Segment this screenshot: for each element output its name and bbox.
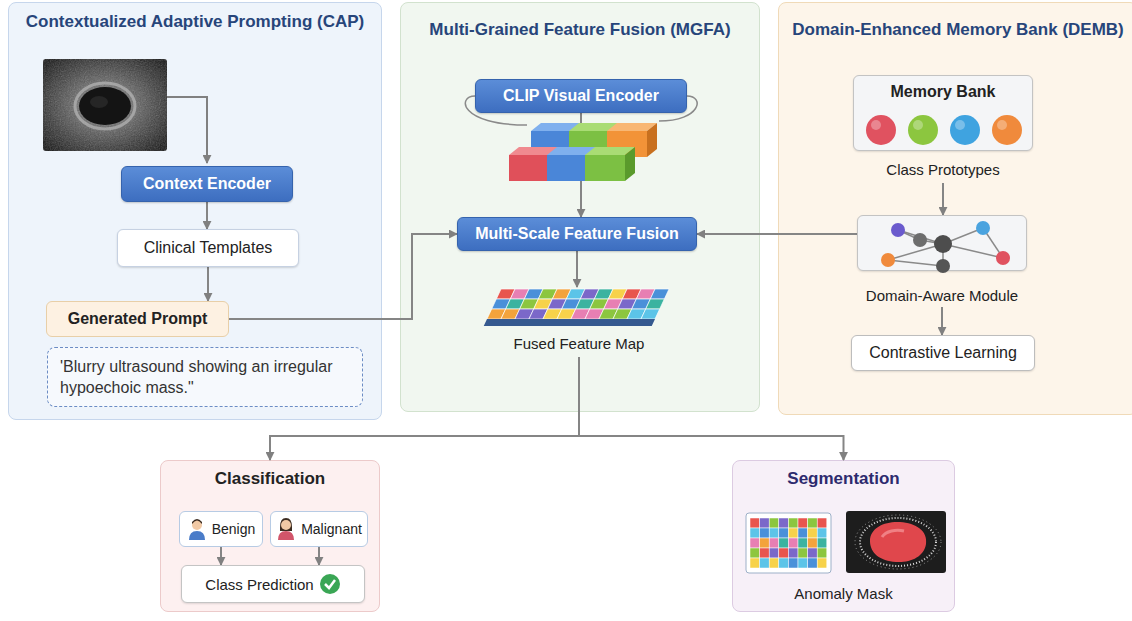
woman-glyph [276,517,296,541]
process-box: Malignant [270,511,368,547]
box-content: Class Prediction [205,573,340,595]
man-glyph [187,517,207,541]
node-text: Clinical Templates [144,239,273,257]
illustrated-node: Domain-Aware Module [857,215,1027,307]
box-content: CLIP Visual Encoder [503,87,659,105]
node-text: Contrastive Learning [869,344,1017,362]
node-text: Contextualized Adaptive Prompting (CAP) [13,11,377,33]
node-text: Memory Bank [854,76,1032,101]
illustration [854,112,1034,148]
box-content: 'Blurry ultrasound showing an irregular … [60,356,352,398]
box-content: Clinical Templates [144,239,273,257]
box-content: Generated Prompt [68,310,208,328]
node-text: Domain-Enhanced Memory Bank (DEMB) [779,19,1132,41]
node-text: Class Prediction [205,576,313,593]
box-content: Context Encoder [143,175,271,193]
module-panel: SegmentationAnomaly Mask [732,460,955,612]
illustrated-node: Fused Feature Map [467,287,691,357]
prototype-circles [854,112,1034,148]
picture-frame [857,215,1027,271]
domain-graph [858,216,1028,272]
node-text: Multi-Grained Feature Fusion (MGFA) [401,19,759,41]
person-icon [187,517,207,541]
node-text: Benign [212,521,256,537]
feature-map [467,287,691,331]
module-panel: ClassificationBenign MalignantClass Predi… [160,460,380,612]
process-box: 'Blurry ultrasound showing an irregular … [47,347,363,407]
process-box: Contrastive Learning [851,335,1035,371]
box-content: Contrastive Learning [869,344,1017,362]
picture-frame [467,287,691,331]
box-content: Benign [187,517,256,541]
node-text: Multi-Scale Feature Fusion [475,225,679,243]
box-content: Malignant [276,517,362,541]
node-text: Fused Feature Map [514,335,645,352]
check-glyph [319,573,341,595]
node-text: Class Prototypes [886,161,999,178]
caption-holder: Fused Feature Map [437,335,721,353]
process-box: Context Encoder [121,166,293,202]
process-box: Clinical Templates [117,229,299,267]
illustration [467,287,691,331]
node-text: 'Blurry ultrasound showing an irregular … [60,356,352,398]
box-content: Multi-Scale Feature Fusion [475,225,679,243]
illustrated-node: Memory BankClass Prototypes [853,75,1033,183]
process-box: Class Prediction [181,565,365,603]
module-panel: Multi-Grained Feature Fusion (MGFA) CLIP … [400,2,760,412]
caption-holder: Class Prototypes [823,161,1063,179]
check-icon [319,573,341,595]
module-panel: Contextualized Adaptive Prompting (CAP) C… [8,2,382,420]
illustration [858,216,1028,272]
node-text: Classification [161,468,379,490]
process-box: Benign [179,511,263,547]
person-icon [276,517,296,541]
process-box: CLIP Visual Encoder [475,79,687,113]
process-box: Generated Prompt [46,301,229,337]
node-text: Context Encoder [143,175,271,193]
process-box: Multi-Scale Feature Fusion [457,217,697,251]
module-panel: Domain-Enhanced Memory Bank (DEMB) Memory… [778,2,1132,415]
picture-frame: Memory Bank [853,75,1033,151]
caption-holder: Domain-Aware Module [827,287,1057,305]
node-text: Malignant [301,521,362,537]
node-text: CLIP Visual Encoder [503,87,659,105]
caption-holder: Anomaly Mask [703,585,984,603]
node-text: Segmentation [733,468,954,490]
node-text: Generated Prompt [68,310,208,328]
node-text: Domain-Aware Module [866,287,1018,304]
node-text: Anomaly Mask [794,585,892,602]
